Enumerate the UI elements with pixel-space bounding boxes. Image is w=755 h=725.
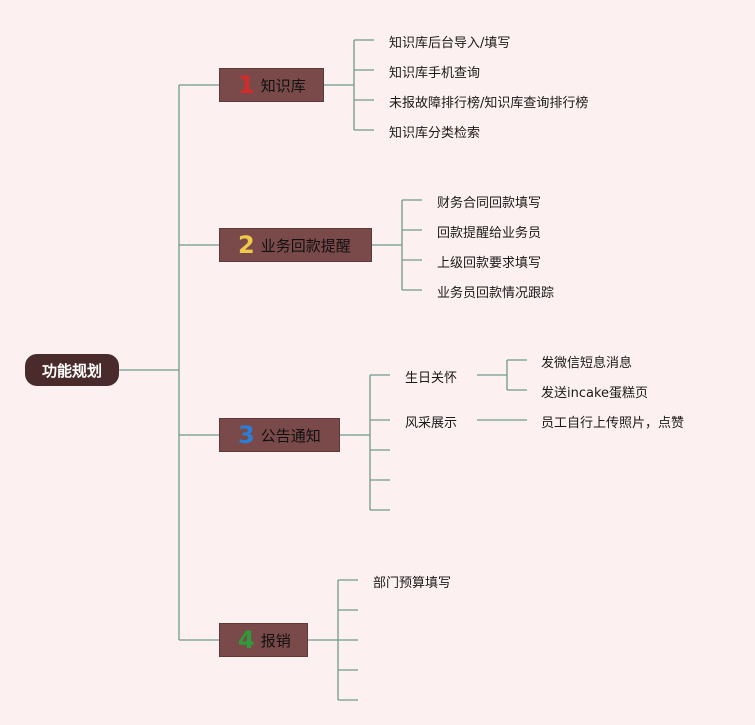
leaf-item[interactable]: 员工自行上传照片，点赞 bbox=[541, 416, 685, 431]
leaf-item[interactable]: 回款提醒给业务员 bbox=[437, 226, 542, 241]
root-label: 功能规划 bbox=[41, 361, 102, 380]
leaf-item[interactable]: 业务员回款情况跟踪 bbox=[437, 286, 555, 301]
leaf-item[interactable]: 知识库后台导入/填写 bbox=[389, 36, 511, 51]
number-badge: 3 bbox=[238, 421, 255, 449]
branch-label: 业务回款提醒 bbox=[260, 236, 351, 255]
leaf-item[interactable]: 上级回款要求填写 bbox=[437, 256, 542, 271]
leaf-item[interactable]: 发送incake蛋糕页 bbox=[541, 386, 649, 401]
branch-label: 报销 bbox=[260, 631, 291, 650]
leaf-item[interactable]: 财务合同回款填写 bbox=[437, 196, 542, 211]
leaf-item[interactable]: 知识库分类检索 bbox=[389, 126, 481, 141]
subtopic-birthday[interactable]: 生日关怀 bbox=[405, 371, 458, 386]
branch-reimbursement[interactable]: 4 报销 bbox=[219, 623, 308, 657]
number-badge: 2 bbox=[238, 231, 255, 259]
leaf-item[interactable]: 未报故障排行榜/知识库查询排行榜 bbox=[389, 96, 589, 111]
subtopic-showcase[interactable]: 风采展示 bbox=[405, 416, 458, 431]
branch-announcement[interactable]: 3 公告通知 bbox=[219, 418, 340, 452]
number-badge: 4 bbox=[238, 626, 255, 654]
root-node[interactable]: 功能规划 bbox=[25, 354, 119, 386]
branch-knowledge-base[interactable]: 1 知识库 bbox=[219, 68, 324, 102]
branch-label: 知识库 bbox=[260, 76, 306, 95]
leaf-item[interactable]: 发微信短息消息 bbox=[541, 356, 633, 371]
branch-payment-reminder[interactable]: 2 业务回款提醒 bbox=[219, 228, 372, 262]
number-badge: 1 bbox=[238, 71, 255, 99]
leaf-item[interactable]: 部门预算填写 bbox=[373, 576, 452, 591]
leaf-item[interactable]: 知识库手机查询 bbox=[389, 66, 481, 81]
branch-label: 公告通知 bbox=[260, 426, 321, 445]
